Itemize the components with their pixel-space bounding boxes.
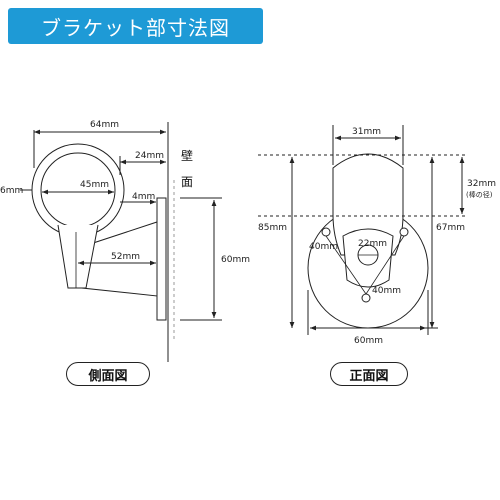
front-view bbox=[258, 125, 465, 335]
side-view-label-text: 側面図 bbox=[88, 368, 128, 384]
front-view-label-text: 正面図 bbox=[349, 368, 389, 384]
dim-67mm: 67mm bbox=[436, 223, 465, 233]
dim-45mm: 45mm bbox=[80, 180, 109, 190]
dim-6mm: 6mm bbox=[0, 186, 23, 196]
header-title: ブラケット部寸法図 bbox=[41, 15, 230, 40]
side-stem bbox=[57, 224, 99, 289]
screw-hole-bottom bbox=[361, 293, 371, 303]
side-mounting-plate bbox=[156, 197, 167, 321]
dim-front-60mm: 60mm bbox=[354, 336, 383, 346]
screw-hole-left bbox=[321, 227, 331, 237]
header-bar: ブラケット部寸法図 bbox=[8, 8, 263, 44]
dim-side-60mm: 60mm bbox=[221, 255, 250, 265]
dim-22mm: 22mm bbox=[358, 239, 387, 249]
wall-label-top: 壁 bbox=[181, 148, 193, 163]
dim-40mm-left: 40mm bbox=[309, 242, 338, 252]
dim-64mm: 64mm bbox=[90, 120, 119, 130]
dim-32mm: 32mm bbox=[467, 179, 496, 189]
dim-31mm: 31mm bbox=[352, 127, 381, 137]
side-ring-inner bbox=[40, 152, 116, 228]
dim-4mm: 4mm bbox=[132, 192, 155, 202]
dim-52mm: 52mm bbox=[111, 252, 140, 262]
side-view-label: 側面図 bbox=[66, 362, 150, 386]
front-view-label: 正面図 bbox=[330, 362, 408, 386]
side-view bbox=[20, 122, 222, 362]
dim-24mm: 24mm bbox=[135, 151, 164, 161]
dim-85mm: 85mm bbox=[258, 223, 287, 233]
wall-label-bottom: 面 bbox=[181, 175, 193, 189]
screw-hole-right bbox=[399, 227, 409, 237]
dim-hole-note: (棒の径) bbox=[466, 190, 493, 199]
dim-40mm-right: 40mm bbox=[372, 286, 401, 296]
